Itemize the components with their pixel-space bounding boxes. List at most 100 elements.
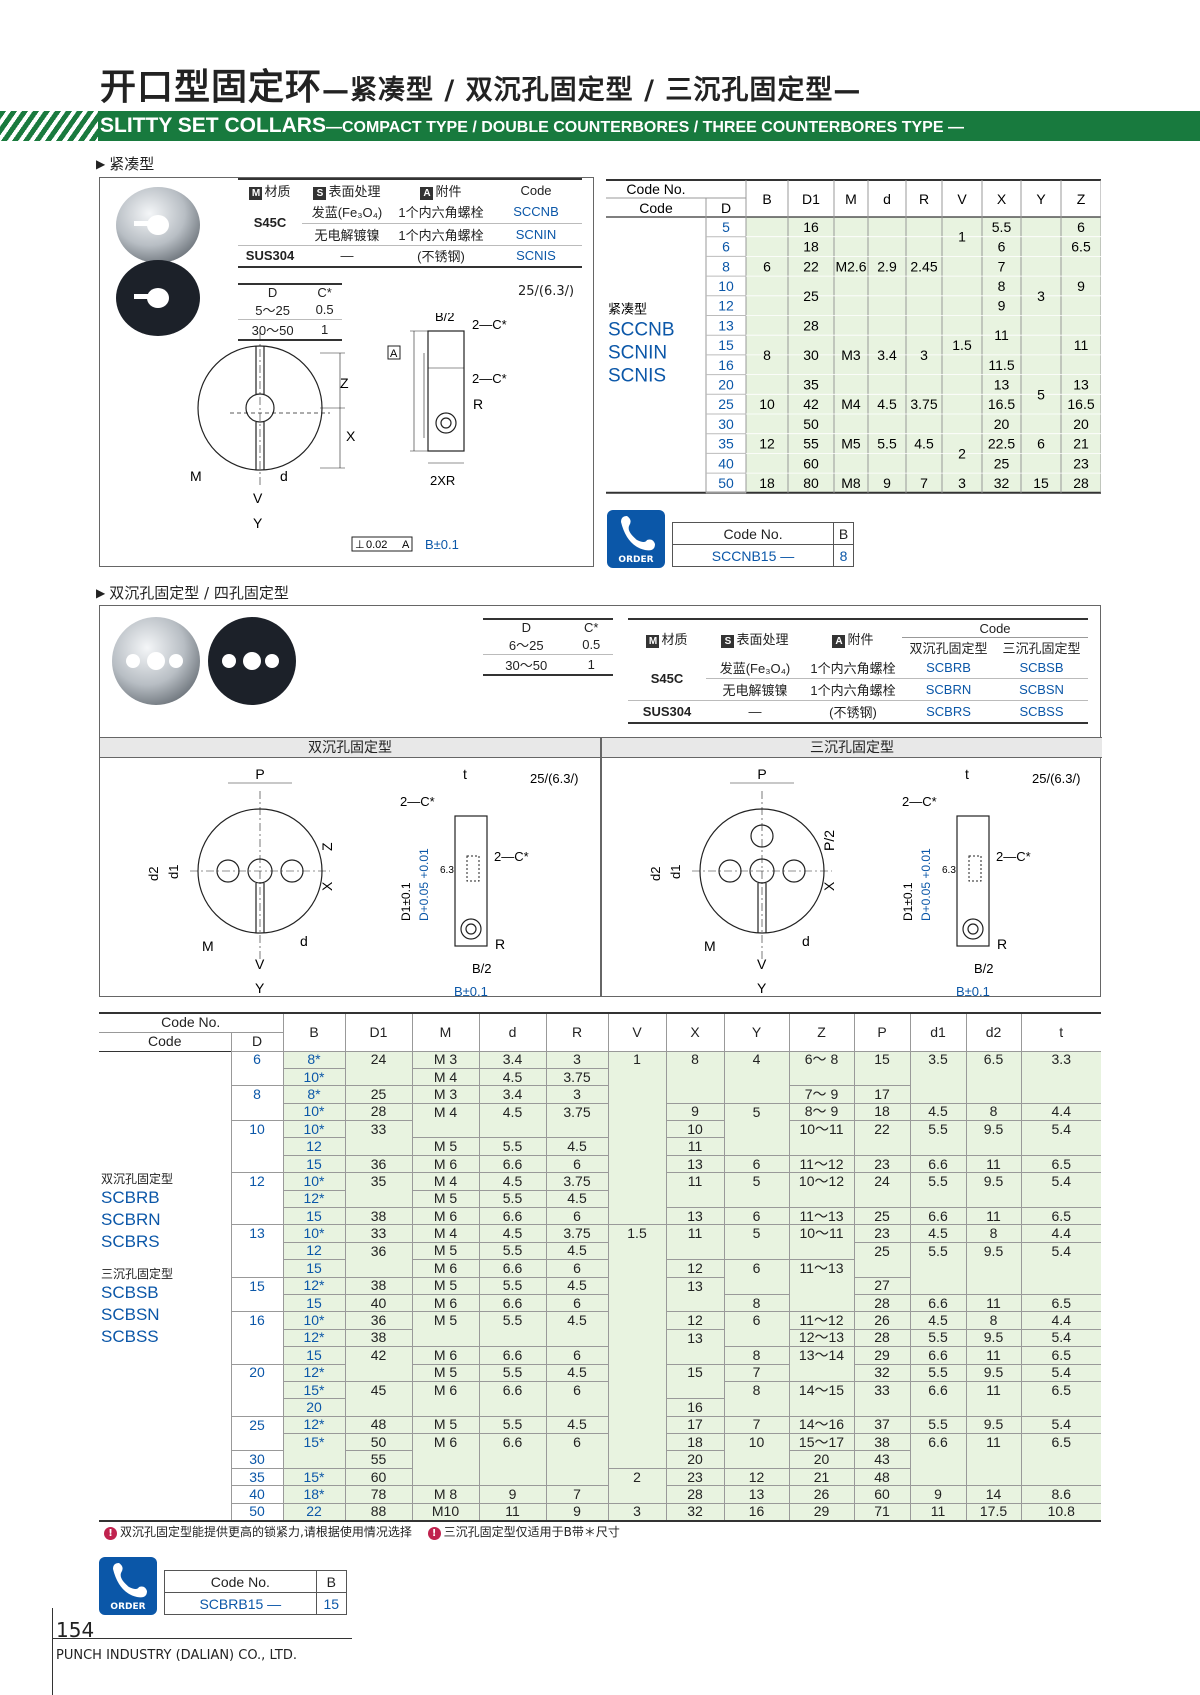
spec-cell: 6.5 — [965, 1050, 1021, 1069]
spec-cell — [282, 1450, 345, 1469]
spec-cell: 6 — [545, 1207, 608, 1225]
spec-cell — [607, 1137, 666, 1156]
spec-cell: 18* — [282, 1485, 345, 1504]
spec-cell: 88 — [344, 1502, 412, 1521]
spec-cell: 4.5 — [909, 1224, 966, 1243]
spec-cell: 3.75 — [545, 1067, 608, 1086]
spec-cell: 23 — [665, 1467, 724, 1486]
label-Z: P/2 — [821, 830, 837, 851]
spec-cell: M 6 — [411, 1380, 479, 1399]
spec-cell: 9 — [665, 1102, 724, 1121]
spec-cell — [665, 1068, 724, 1086]
spec-B: 8 — [763, 347, 771, 363]
spec-cell: 3.75 — [545, 1172, 608, 1191]
banner-title: SLITTY SET COLLARS — [100, 114, 326, 137]
spec-cell: 43 — [853, 1450, 910, 1469]
hdr-d1: d1 — [909, 1013, 966, 1051]
spec-cell: 11 — [909, 1502, 966, 1521]
spec-X: 8 — [998, 278, 1006, 294]
spec-cell: M 5 — [411, 1363, 479, 1382]
spec-cell: 50 — [344, 1433, 412, 1451]
spec-cell — [788, 1242, 854, 1260]
spec-cell — [545, 1398, 608, 1417]
spec-cell — [965, 1085, 1021, 1104]
spec-cell: 11 — [965, 1154, 1021, 1173]
spec-cell — [788, 1190, 854, 1208]
spec-cell: 13 — [230, 1224, 283, 1243]
svg-text:B±0.1: B±0.1 — [425, 537, 459, 552]
label-D1tol: D1±0.1 — [901, 882, 915, 921]
spec-cell: 12～13 — [788, 1328, 854, 1347]
spec-cell: 4.4 — [1020, 1102, 1101, 1121]
spec-cell: M 5 — [411, 1241, 479, 1260]
spec-cell: M 6 — [411, 1433, 479, 1451]
label-d1: d1 — [668, 865, 683, 879]
svg-text:M: M — [190, 468, 202, 484]
label-t: t — [965, 766, 969, 782]
spec-D-cell: 15 — [718, 337, 734, 353]
spec-cell: 12* — [282, 1189, 345, 1208]
spec-cell: 6.6 — [478, 1154, 546, 1173]
spec-cell: 5.5 — [478, 1189, 546, 1208]
spec-cell: 6 — [230, 1050, 283, 1069]
spec-cell: 7 — [545, 1485, 608, 1504]
spec-cell: 3.5 — [909, 1050, 966, 1069]
spec-cell: 6.6 — [909, 1433, 966, 1451]
spec-cell — [344, 1068, 412, 1086]
spec-header-code: Code — [639, 200, 673, 216]
spec-cell: 33 — [344, 1224, 412, 1243]
spec-cell: 33 — [344, 1120, 412, 1138]
spec-cell: 3 — [607, 1502, 666, 1521]
spec-cell — [723, 1085, 789, 1104]
spec-D-cell: 6 — [722, 239, 730, 255]
spec-cell: 10 — [230, 1120, 283, 1138]
spec-cell: 24 — [344, 1050, 412, 1069]
spec-M: M4 — [841, 396, 861, 412]
spec-cell — [411, 1329, 479, 1347]
spec-cell — [230, 1329, 283, 1347]
spec-cell — [788, 1398, 854, 1417]
spec-cell: 12* — [282, 1328, 345, 1347]
hdr-D1: D1 — [344, 1013, 412, 1051]
spec-cell — [411, 1398, 479, 1417]
spec-cell: 10 — [723, 1433, 789, 1451]
spec-cell: 5.5 — [478, 1363, 546, 1382]
spec-cell: 3 — [545, 1085, 608, 1104]
screw-head — [460, 918, 482, 940]
spec-M: M8 — [841, 475, 861, 491]
spec-cell: 14～16 — [788, 1415, 854, 1434]
section-compact-label: 紧凑型 — [96, 153, 154, 174]
label-2C: 2—C* — [902, 794, 937, 809]
label-Y: Y — [757, 980, 767, 996]
spec-cell: 6 — [545, 1259, 608, 1278]
spec-cell — [607, 1294, 666, 1312]
spec-cell — [478, 1450, 546, 1469]
spec-cell: M10 — [411, 1502, 479, 1521]
spec-d: 9 — [883, 475, 891, 491]
spec-cell — [723, 1190, 789, 1208]
svg-text:A: A — [390, 348, 398, 360]
spec-cell: M 5 — [411, 1276, 479, 1295]
spec-Y: 5 — [1037, 386, 1045, 402]
title-banner: SLITTY SET COLLARS—COMPACT TYPE / DOUBLE… — [0, 111, 1200, 141]
spec-cell — [788, 1068, 854, 1086]
company-name: PUNCH INDUSTRY (DALIAN) CO., LTD. — [56, 1648, 297, 1663]
spec-cell — [230, 1259, 283, 1278]
spec-cell: M 5 — [411, 1311, 479, 1330]
page-number: 154 — [56, 1618, 95, 1642]
spec-cell — [478, 1398, 546, 1417]
spec-cell: 6.6 — [478, 1259, 546, 1278]
spec-cell — [788, 1137, 854, 1156]
spec-cell: 9.5 — [965, 1363, 1021, 1382]
spec-d: 4.5 — [877, 396, 897, 412]
spec-cell — [1020, 1137, 1101, 1156]
label-d2: d2 — [146, 867, 161, 881]
spec-Y: 15 — [1033, 475, 1049, 491]
spec-cell: 8* — [282, 1050, 345, 1069]
spec-cell — [545, 1450, 608, 1469]
spec-cell: 15 — [230, 1276, 283, 1295]
spec-cell: 15 — [665, 1363, 724, 1382]
hdr-d2: d2 — [965, 1013, 1021, 1051]
spec-cell: 10.8 — [1020, 1502, 1101, 1521]
